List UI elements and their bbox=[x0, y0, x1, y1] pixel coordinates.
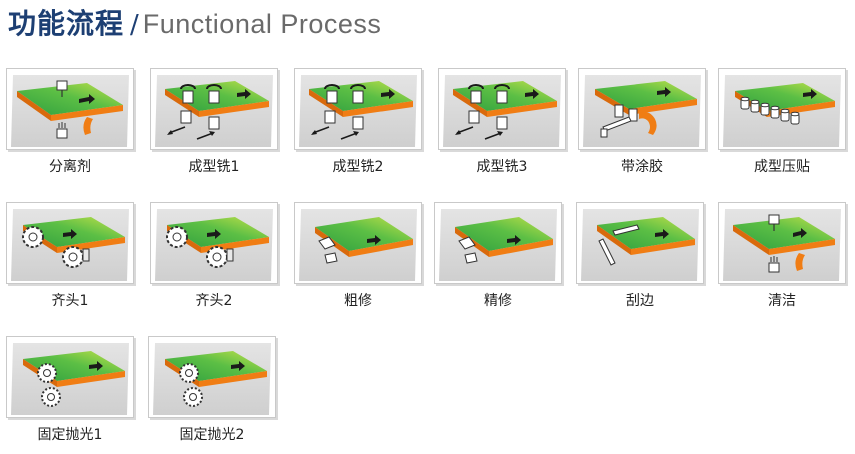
title-english: Functional Process bbox=[142, 9, 382, 39]
step-illustration bbox=[294, 68, 422, 150]
step-illustration bbox=[578, 68, 706, 150]
step-label: 成型铣2 bbox=[332, 159, 384, 175]
release-agent-icon bbox=[11, 75, 129, 147]
process-step-milling-2: 成型铣2 bbox=[294, 68, 424, 178]
step-illustration bbox=[6, 336, 134, 418]
process-step-edge-scraping: 刮边 bbox=[576, 202, 706, 312]
page-title: 功能流程 / Functional Process bbox=[8, 2, 381, 42]
step-label: 齐头1 bbox=[51, 293, 89, 309]
process-step-buffing-1: 固定抛光1 bbox=[6, 336, 136, 446]
step-illustration bbox=[150, 202, 278, 284]
buffing-wheel-icon bbox=[153, 343, 271, 415]
milling-cutters-icon bbox=[443, 75, 561, 147]
title-chinese: 功能流程 bbox=[8, 7, 125, 40]
step-label: 精修 bbox=[484, 293, 512, 309]
process-step-glue-coating: 带涂胶 bbox=[578, 68, 708, 178]
step-illustration bbox=[148, 336, 276, 418]
buffing-wheel-icon bbox=[11, 343, 129, 415]
cleaning-icon bbox=[723, 209, 841, 281]
step-illustration bbox=[434, 202, 562, 284]
end-trimming-saw-icon bbox=[155, 209, 273, 281]
step-illustration bbox=[294, 202, 422, 284]
step-label: 分离剂 bbox=[49, 159, 91, 175]
process-step-release-agent: 分离剂 bbox=[6, 68, 136, 178]
step-label: 成型压贴 bbox=[754, 159, 810, 175]
step-illustration bbox=[718, 202, 846, 284]
step-label: 清洁 bbox=[768, 293, 796, 309]
process-step-fine-trim: 精修 bbox=[434, 202, 564, 312]
glue-coating-icon bbox=[583, 75, 701, 147]
step-label: 固定抛光2 bbox=[179, 427, 245, 443]
process-step-cleaning: 清洁 bbox=[718, 202, 848, 312]
process-step-buffing-2: 固定抛光2 bbox=[148, 336, 278, 446]
step-illustration bbox=[150, 68, 278, 150]
process-step-end-trim-2: 齐头2 bbox=[150, 202, 280, 312]
step-label: 齐头2 bbox=[195, 293, 233, 309]
milling-cutters-icon bbox=[299, 75, 417, 147]
step-illustration bbox=[718, 68, 846, 150]
press-rollers-icon bbox=[723, 75, 841, 147]
process-step-milling-1: 成型铣1 bbox=[150, 68, 280, 178]
process-step-press-rollers: 成型压贴 bbox=[718, 68, 848, 178]
fine-trimming-icon bbox=[439, 209, 557, 281]
process-step-milling-3: 成型铣3 bbox=[438, 68, 568, 178]
step-label: 成型铣3 bbox=[476, 159, 528, 175]
rough-trimming-icon bbox=[299, 209, 417, 281]
step-label: 固定抛光1 bbox=[37, 427, 103, 443]
step-label: 刮边 bbox=[626, 293, 654, 309]
step-illustration bbox=[6, 202, 134, 284]
step-label: 成型铣1 bbox=[188, 159, 240, 175]
step-illustration bbox=[576, 202, 704, 284]
step-illustration bbox=[438, 68, 566, 150]
step-illustration bbox=[6, 68, 134, 150]
process-step-rough-trim: 粗修 bbox=[294, 202, 424, 312]
milling-cutters-icon bbox=[155, 75, 273, 147]
title-slash: / bbox=[130, 10, 139, 40]
step-label: 粗修 bbox=[344, 293, 372, 309]
process-step-end-trim-1: 齐头1 bbox=[6, 202, 136, 312]
step-label: 带涂胶 bbox=[621, 159, 663, 175]
edge-scraping-icon bbox=[581, 209, 699, 281]
end-trimming-saw-icon bbox=[11, 209, 129, 281]
